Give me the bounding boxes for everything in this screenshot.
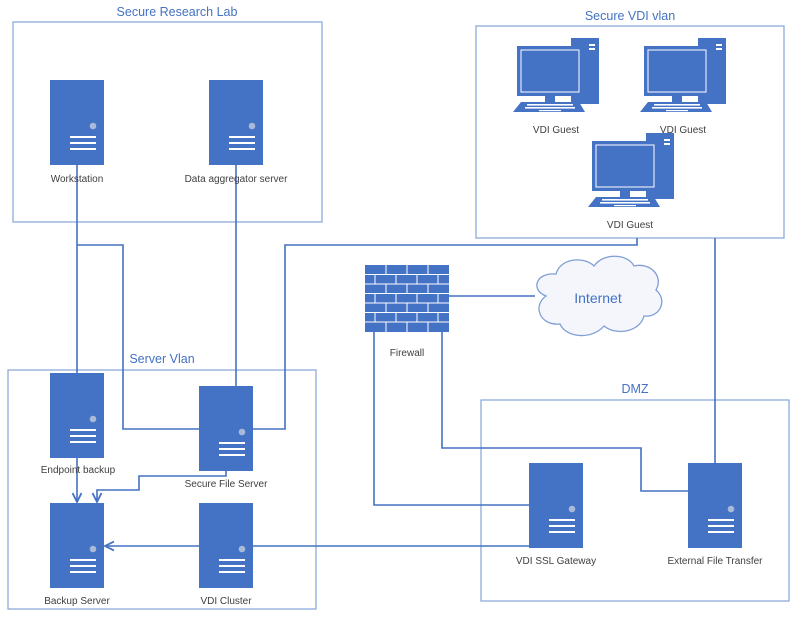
label-internet: Internet bbox=[574, 290, 622, 306]
vdi-guest-2-computer-icon[interactable] bbox=[640, 38, 726, 112]
external-file-transfer-server-icon[interactable] bbox=[688, 463, 742, 548]
label-vdi-guest-1: VDI Guest bbox=[533, 125, 579, 136]
label-vdi-ssl-gateway: VDI SSL Gateway bbox=[516, 556, 596, 567]
link-file-server-vdi-vlan bbox=[253, 238, 638, 430]
label-external-file-transfer: External File Transfer bbox=[667, 556, 763, 567]
label-vdi-cluster: VDI Cluster bbox=[200, 596, 252, 607]
label-endpoint-backup: Endpoint backup bbox=[41, 465, 116, 476]
link-workstation-file-server bbox=[77, 244, 199, 430]
label-workstation: Workstation bbox=[51, 174, 104, 185]
zone-title-dmz: DMZ bbox=[621, 382, 648, 396]
zone-dmz bbox=[480, 399, 790, 602]
link-firewall-external-transfer bbox=[441, 332, 688, 492]
link-file-server-to-backup bbox=[97, 471, 227, 502]
zone-title-research-lab: Secure Research Lab bbox=[117, 5, 238, 19]
aggregator-server-icon[interactable] bbox=[209, 80, 263, 165]
label-firewall: Firewall bbox=[390, 348, 424, 359]
link-firewall-gateway bbox=[373, 332, 529, 506]
label-backup-server: Backup Server bbox=[44, 596, 110, 607]
secure-file-server-icon[interactable] bbox=[199, 386, 253, 471]
label-vdi-guest-3: VDI Guest bbox=[607, 220, 653, 231]
workstation-server-icon[interactable] bbox=[50, 80, 104, 165]
vdi-guest-3-computer-icon[interactable] bbox=[588, 133, 674, 207]
zone-title-server-vlan: Server Vlan bbox=[129, 352, 194, 366]
vdi-guest-1-computer-icon[interactable] bbox=[513, 38, 599, 112]
firewall-icon[interactable] bbox=[365, 265, 449, 332]
label-aggregator: Data aggregator server bbox=[185, 174, 289, 185]
zone-server-vlan bbox=[7, 369, 317, 610]
vdi-cluster-server-icon[interactable] bbox=[199, 503, 253, 588]
zone-title-vdi-vlan: Secure VDI vlan bbox=[585, 9, 675, 23]
backup-server-icon[interactable] bbox=[50, 503, 104, 588]
vdi-ssl-gateway-server-icon[interactable] bbox=[529, 463, 583, 548]
endpoint-backup-server-icon[interactable] bbox=[50, 373, 104, 458]
label-vdi-guest-2: VDI Guest bbox=[660, 125, 706, 136]
internet-cloud-icon[interactable] bbox=[536, 255, 663, 337]
zone-secure-vdi-vlan bbox=[475, 25, 785, 239]
label-secure-file-server: Secure File Server bbox=[185, 479, 268, 490]
zone-secure-research-lab bbox=[12, 21, 323, 223]
